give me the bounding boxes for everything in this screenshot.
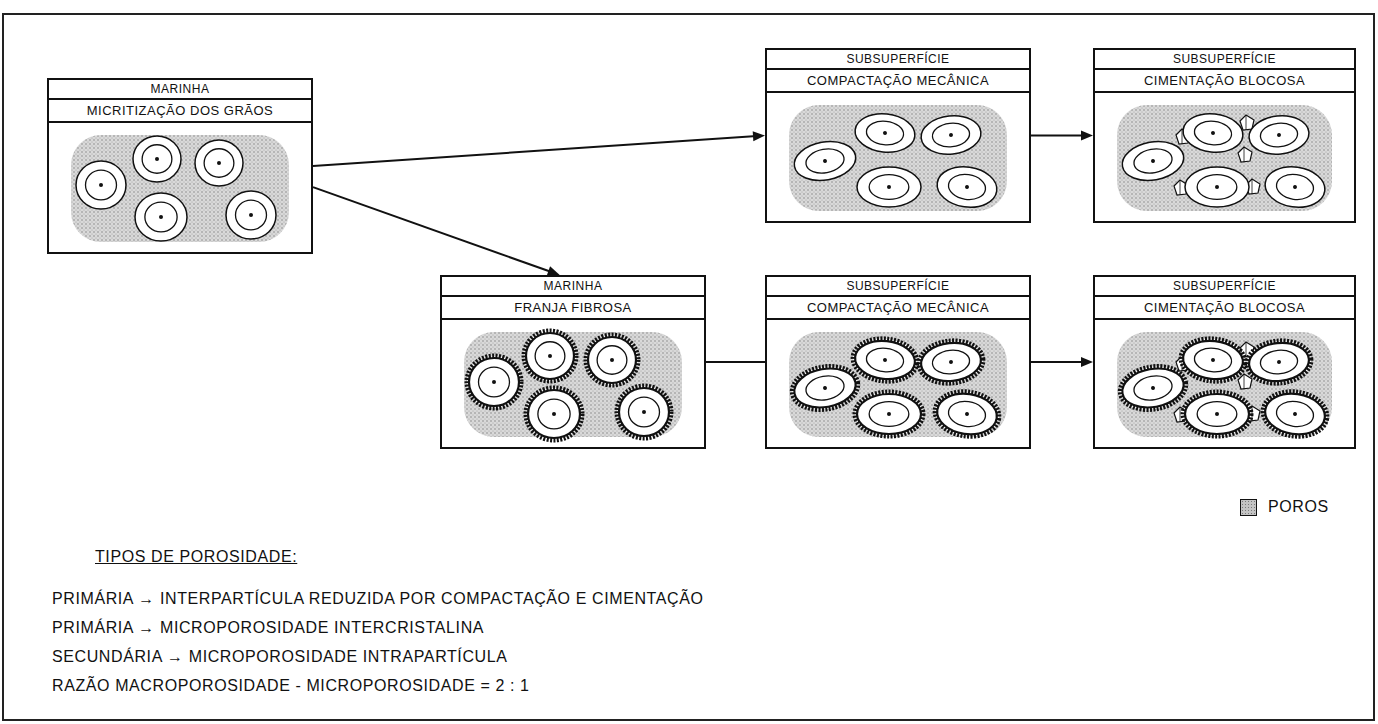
- stage-header: SUBSUPERFÍCIECOMPACTAÇÃO MECÂNICA: [767, 277, 1029, 320]
- stage-header: MARINHAMICRITIZAÇÃO DOS GRÃOS: [49, 80, 311, 123]
- grain-illustration: [442, 320, 704, 447]
- flow-arrow: [313, 131, 765, 166]
- environment-label: SUBSUPERFÍCIE: [767, 277, 1029, 297]
- grain-illustration: [767, 93, 1029, 221]
- stage-header: SUBSUPERFÍCIECOMPACTAÇÃO MECÂNICA: [767, 50, 1029, 93]
- note-heading: TIPOS DE POROSIDADE:: [95, 548, 297, 566]
- stage-header: SUBSUPERFÍCIECIMENTAÇÃO BLOCOSA: [1095, 50, 1354, 93]
- legend-text: POROS: [1268, 498, 1329, 516]
- grain-illustration: [49, 123, 311, 252]
- process-label: COMPACTAÇÃO MECÂNICA: [767, 297, 1029, 320]
- stage-box: MARINHAFRANJA FIBROSA: [440, 275, 706, 449]
- note-line: PRIMÁRIA → MICROPOROSIDADE INTERCRISTALI…: [52, 619, 484, 637]
- stage-box: SUBSUPERFÍCIECOMPACTAÇÃO MECÂNICA: [765, 275, 1031, 449]
- note-line: PRIMÁRIA → INTERPARTÍCULA REDUZIDA POR C…: [52, 590, 704, 608]
- environment-label: SUBSUPERFÍCIE: [767, 50, 1029, 70]
- stage-box: SUBSUPERFÍCIECIMENTAÇÃO BLOCOSA: [1093, 48, 1356, 223]
- environment-label: MARINHA: [442, 277, 704, 297]
- grain-illustration: [1095, 93, 1354, 221]
- grain-illustration: [1095, 320, 1354, 447]
- process-label: CIMENTAÇÃO BLOCOSA: [1095, 70, 1354, 93]
- flow-arrow: [706, 362, 765, 363]
- note-line: SECUNDÁRIA → MICROPOROSIDADE INTRAPARTÍC…: [52, 648, 508, 666]
- stage-header: MARINHAFRANJA FIBROSA: [442, 277, 704, 320]
- flow-arrow: [313, 187, 560, 276]
- grain-illustration: [767, 320, 1029, 447]
- flow-arrow: [1031, 357, 1093, 367]
- environment-label: SUBSUPERFÍCIE: [1095, 277, 1354, 297]
- process-label: CIMENTAÇÃO BLOCOSA: [1095, 297, 1354, 320]
- stage-box: MARINHAMICRITIZAÇÃO DOS GRÃOS: [47, 78, 313, 254]
- process-label: COMPACTAÇÃO MECÂNICA: [767, 70, 1029, 93]
- stage-box: SUBSUPERFÍCIECOMPACTAÇÃO MECÂNICA: [765, 48, 1031, 223]
- flow-arrow: [1031, 131, 1093, 141]
- legend-swatch: [1240, 499, 1257, 516]
- environment-label: MARINHA: [49, 80, 311, 100]
- process-label: MICRITIZAÇÃO DOS GRÃOS: [49, 100, 311, 123]
- stage-box: SUBSUPERFÍCIECIMENTAÇÃO BLOCOSA: [1093, 275, 1356, 449]
- note-line: RAZÃO MACROPOROSIDADE - MICROPOROSIDADE …: [52, 677, 530, 695]
- stage-header: SUBSUPERFÍCIECIMENTAÇÃO BLOCOSA: [1095, 277, 1354, 320]
- environment-label: SUBSUPERFÍCIE: [1095, 50, 1354, 70]
- process-label: FRANJA FIBROSA: [442, 297, 704, 320]
